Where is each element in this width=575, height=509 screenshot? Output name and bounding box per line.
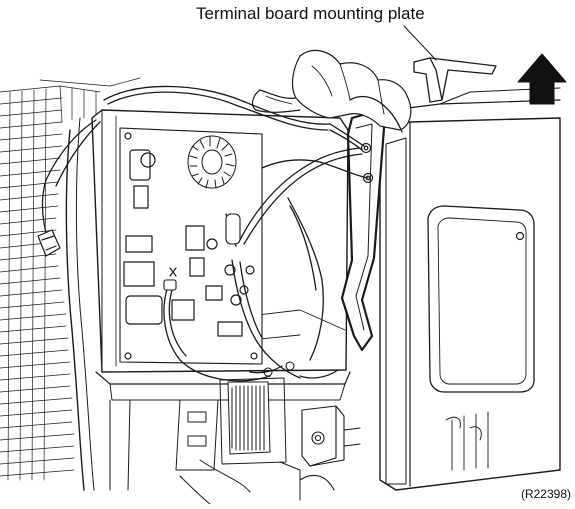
lower-left-parts: [109, 399, 301, 505]
callout-label: Terminal board mounting plate: [196, 4, 425, 23]
reactor-coil: [219, 377, 287, 465]
callout-leader-line: [403, 25, 437, 61]
wire-connector: [37, 229, 61, 257]
hand: [251, 49, 412, 131]
wiring-harness: [41, 85, 403, 382]
reference-code: (R22398): [520, 487, 571, 501]
printed-circuit-board: [119, 127, 263, 365]
toroidal-coil: [187, 135, 237, 189]
lift-handle: [413, 57, 497, 103]
valve-assembly: [299, 405, 361, 491]
right-cabinet-frame: [379, 87, 561, 491]
left-cabinet-wall: [65, 129, 85, 491]
harness-clamp: [163, 213, 295, 377]
upward-arrow: [517, 53, 567, 105]
